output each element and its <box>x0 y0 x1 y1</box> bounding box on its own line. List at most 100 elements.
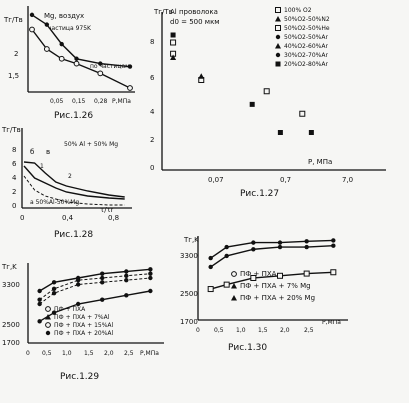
data-point <box>37 288 42 294</box>
x-axis-label: τ/τr <box>100 206 114 214</box>
legend: 100% O250%O2-50%N250%O2-50%He50%O2-50%Ar… <box>275 7 330 68</box>
legend-item: ПФ + ПХА <box>54 306 86 313</box>
data-point <box>148 288 153 294</box>
series-line <box>31 29 131 89</box>
data-point <box>277 272 283 279</box>
series-line <box>210 245 334 268</box>
legend-marker <box>45 330 51 336</box>
x-tick-label: 7,0 <box>342 176 353 184</box>
data-point <box>250 275 257 281</box>
series-line <box>23 161 125 198</box>
series-line <box>23 175 125 206</box>
x-axis-label: P,МПа <box>112 98 131 105</box>
data-point <box>304 244 309 250</box>
data-point <box>100 297 105 302</box>
x-axis-label: P, МПа <box>308 158 332 166</box>
curve-label: 1 <box>40 163 44 170</box>
data-point <box>148 267 153 272</box>
data-point <box>97 70 104 77</box>
legend-item: ПФ + ПХА <box>240 270 277 278</box>
plot-area <box>23 161 125 206</box>
data-point <box>59 41 64 47</box>
figure-1-29: Tг,K 3300 2500 1700 0 0,5 1,0 1,5 2,0 2,… <box>1 263 164 382</box>
data-point <box>277 240 283 245</box>
data-point <box>331 238 336 243</box>
data-point <box>223 281 230 288</box>
data-point <box>51 290 57 296</box>
figure-caption: Рис.1.29 <box>60 372 99 382</box>
x-tick-label: 2,5 <box>124 350 134 357</box>
data-point <box>249 101 255 107</box>
data-point <box>98 61 103 66</box>
data-point <box>303 270 310 277</box>
data-point <box>100 271 105 276</box>
data-point <box>148 271 153 276</box>
y-tick-label: 8 <box>12 146 16 154</box>
y-axis-label: Tг,K <box>183 236 199 244</box>
x-tick-label: 0,28 <box>94 98 108 105</box>
data-point <box>198 73 205 79</box>
x-tick-label: 0,07 <box>208 176 224 184</box>
series-line <box>39 277 151 305</box>
legend-marker <box>231 295 237 301</box>
figure-1-30: Tг,K 3300 2500 1700 0 0,5 1,0 1,5 2,0 2,… <box>180 236 348 353</box>
data-point <box>263 88 270 95</box>
x-tick-label: 1,5 <box>258 327 268 334</box>
x-tick-label: 0 <box>196 327 200 334</box>
x-tick-label: 2,0 <box>280 327 290 334</box>
data-point <box>124 277 129 283</box>
legend-item: 50%O2-50%He <box>284 25 330 32</box>
figure-caption: Рис.1.28 <box>54 230 93 240</box>
x-tick-label: 1,0 <box>62 350 72 357</box>
data-point <box>29 12 35 18</box>
y-axis-label: Tг,K <box>1 263 17 271</box>
curve-label: б <box>30 148 34 156</box>
data-point <box>299 110 306 117</box>
legend-item: 30%O2-70%Ar <box>284 52 328 59</box>
legend-item: ПФ + ПХА + 20%Al <box>54 330 114 337</box>
y-tick-label: 4 <box>150 108 155 116</box>
data-point <box>74 56 79 61</box>
y-tick-label: 3300 <box>180 252 198 260</box>
series-line <box>210 239 334 259</box>
x-tick-label: 0,4 <box>62 214 74 222</box>
x-axis-label: P,МПа <box>140 350 159 357</box>
legend-item: ПФ + ПХА + 20% Mg <box>240 294 315 302</box>
data-point <box>73 60 80 67</box>
legend-marker <box>231 271 237 277</box>
data-point <box>100 275 105 281</box>
y-tick-label: 0 <box>150 164 154 172</box>
series-line <box>31 14 131 68</box>
data-point <box>75 275 81 281</box>
legend-item: ПФ + ПХА + 7% Mg <box>240 282 311 290</box>
legend-marker <box>275 7 281 13</box>
x-tick-label: 0,8 <box>108 214 119 222</box>
legend-item: 50%O2-50%Ar <box>284 34 328 41</box>
legend-marker <box>275 34 281 40</box>
plot-area <box>207 238 337 293</box>
curve-label: 2 <box>68 173 72 180</box>
y-tick-label: 2500 <box>2 321 20 329</box>
legend-marker <box>275 25 281 31</box>
data-point <box>224 253 229 259</box>
legend-item: 100% O2 <box>284 7 312 14</box>
data-point <box>331 243 336 248</box>
note-line: d0 = 500 мкм <box>170 18 220 26</box>
y-tick-label: 2 <box>12 188 16 196</box>
curve-label: a 50%Al-50%Mg <box>30 199 79 206</box>
y-axis-label: Tг/Tв <box>3 16 23 24</box>
legend-marker <box>275 16 281 22</box>
legend: ПФ + ПХА ПФ + ПХА + 7% Mg ПФ + ПХА + 20% M… <box>231 270 315 302</box>
series-line <box>39 268 151 292</box>
data-point <box>51 286 57 292</box>
data-point <box>51 280 57 285</box>
y-axis-label: Tг/Tв <box>1 126 21 134</box>
y-tick-label: 4 <box>12 174 17 182</box>
data-point <box>170 32 176 38</box>
series-line <box>39 273 151 301</box>
data-point <box>44 22 50 27</box>
data-point <box>37 301 42 307</box>
y-tick-label: 3300 <box>2 281 20 289</box>
legend-item: ПФ + ПХА + 7%Al <box>54 314 110 321</box>
